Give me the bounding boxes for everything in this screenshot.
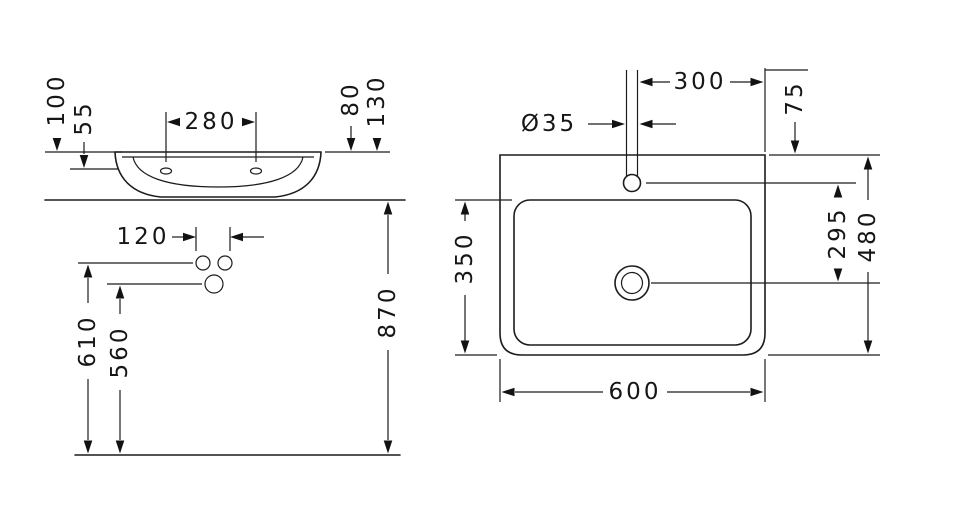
arrow-right-icon <box>750 387 764 397</box>
arrow-right-icon <box>242 117 255 127</box>
arrow-down-icon <box>346 138 356 151</box>
dim-870-group: 870 <box>375 201 401 454</box>
arrow-right-icon <box>183 232 196 242</box>
tap-hole-right <box>217 255 233 271</box>
arrow-up-icon <box>383 201 393 215</box>
dim-300-group: 300 <box>639 68 766 152</box>
arrow-up-icon <box>863 156 873 170</box>
arrow-down-icon <box>460 340 470 354</box>
deck-hole-mark-left <box>159 167 173 175</box>
dim-75-group: 75 <box>765 69 880 156</box>
arrow-left-icon <box>639 119 653 129</box>
arrow-up-icon <box>115 285 125 299</box>
arrow-left-icon <box>501 387 515 397</box>
dim-width-280: 280 <box>185 109 238 135</box>
dim-height-80: 80 <box>338 81 364 116</box>
arrow-down-icon <box>83 440 93 454</box>
dim-55-group: 55 <box>70 100 118 170</box>
basin-outer-edge <box>499 154 766 356</box>
dim-130-group: 130 <box>364 75 390 151</box>
arrow-down-icon <box>790 140 800 154</box>
dim-height-100: 100 <box>44 74 70 127</box>
basin-cross-section <box>114 151 322 198</box>
basin-plan-outline <box>499 154 766 356</box>
front-view: 100 55 280 80 130 <box>44 74 406 456</box>
dim-295-group: 295 <box>646 182 880 284</box>
arrow-left-icon <box>167 117 180 127</box>
dim-height-55: 55 <box>71 100 97 135</box>
arrow-left-icon <box>639 77 653 87</box>
arrow-up-icon <box>833 184 843 198</box>
dim-560-group: 560 <box>107 283 202 454</box>
dim-height-130: 130 <box>364 75 390 128</box>
dim-height-870: 870 <box>375 286 401 339</box>
plan-view: 300 75 Ø35 295 <box>452 68 881 405</box>
dim-diameter-35-group: Ø35 <box>521 111 676 137</box>
drain-outer-circle <box>614 265 650 301</box>
basin-inner-bowl <box>513 199 752 346</box>
drain-plan <box>614 265 650 301</box>
dim-280-group: 280 <box>165 109 257 162</box>
arrow-down-icon <box>863 340 873 354</box>
dim-480-group: 480 <box>768 156 881 356</box>
dim-600-group: 600 <box>499 359 766 405</box>
dim-depth-295: 295 <box>825 207 851 260</box>
dim-height-610: 610 <box>75 315 101 368</box>
dim-width-300: 300 <box>674 69 727 95</box>
deck-hole-mark-right <box>249 167 263 175</box>
dim-height-560: 560 <box>107 326 133 379</box>
dim-80-group: 80 <box>325 81 390 153</box>
arrow-down-icon <box>79 155 89 168</box>
dim-diameter-35: Ø35 <box>521 111 577 137</box>
arrow-down-icon <box>52 138 62 151</box>
dim-120-group: 120 <box>117 224 264 251</box>
arrow-down-icon <box>383 440 393 454</box>
dim-depth-350: 350 <box>452 232 478 285</box>
arrow-down-icon <box>115 440 125 454</box>
basin-outer-profile <box>114 151 322 198</box>
tap-hole-circle <box>622 173 642 193</box>
dim-width-600: 600 <box>609 379 662 405</box>
dim-depth-480: 480 <box>855 210 881 263</box>
dim-offset-75: 75 <box>782 80 808 115</box>
tap-hole-lower <box>204 274 224 294</box>
arrow-up-icon <box>460 201 470 215</box>
arrow-down-icon <box>833 268 843 282</box>
arrow-down-icon <box>372 138 382 151</box>
arrow-right-icon <box>750 77 764 87</box>
arrow-left-icon <box>230 232 243 242</box>
drain-inner-circle <box>620 271 644 295</box>
faucet-hole-circles <box>195 255 233 294</box>
basin-inner-trough <box>132 156 304 188</box>
dim-width-120: 120 <box>117 224 170 250</box>
arrow-right-icon <box>612 119 625 129</box>
tap-hole-plan <box>622 70 642 193</box>
tap-hole-left <box>195 255 211 271</box>
arrow-up-icon <box>83 264 93 278</box>
dim-610-group: 610 <box>75 262 193 454</box>
dim-350-group: 350 <box>452 199 512 356</box>
